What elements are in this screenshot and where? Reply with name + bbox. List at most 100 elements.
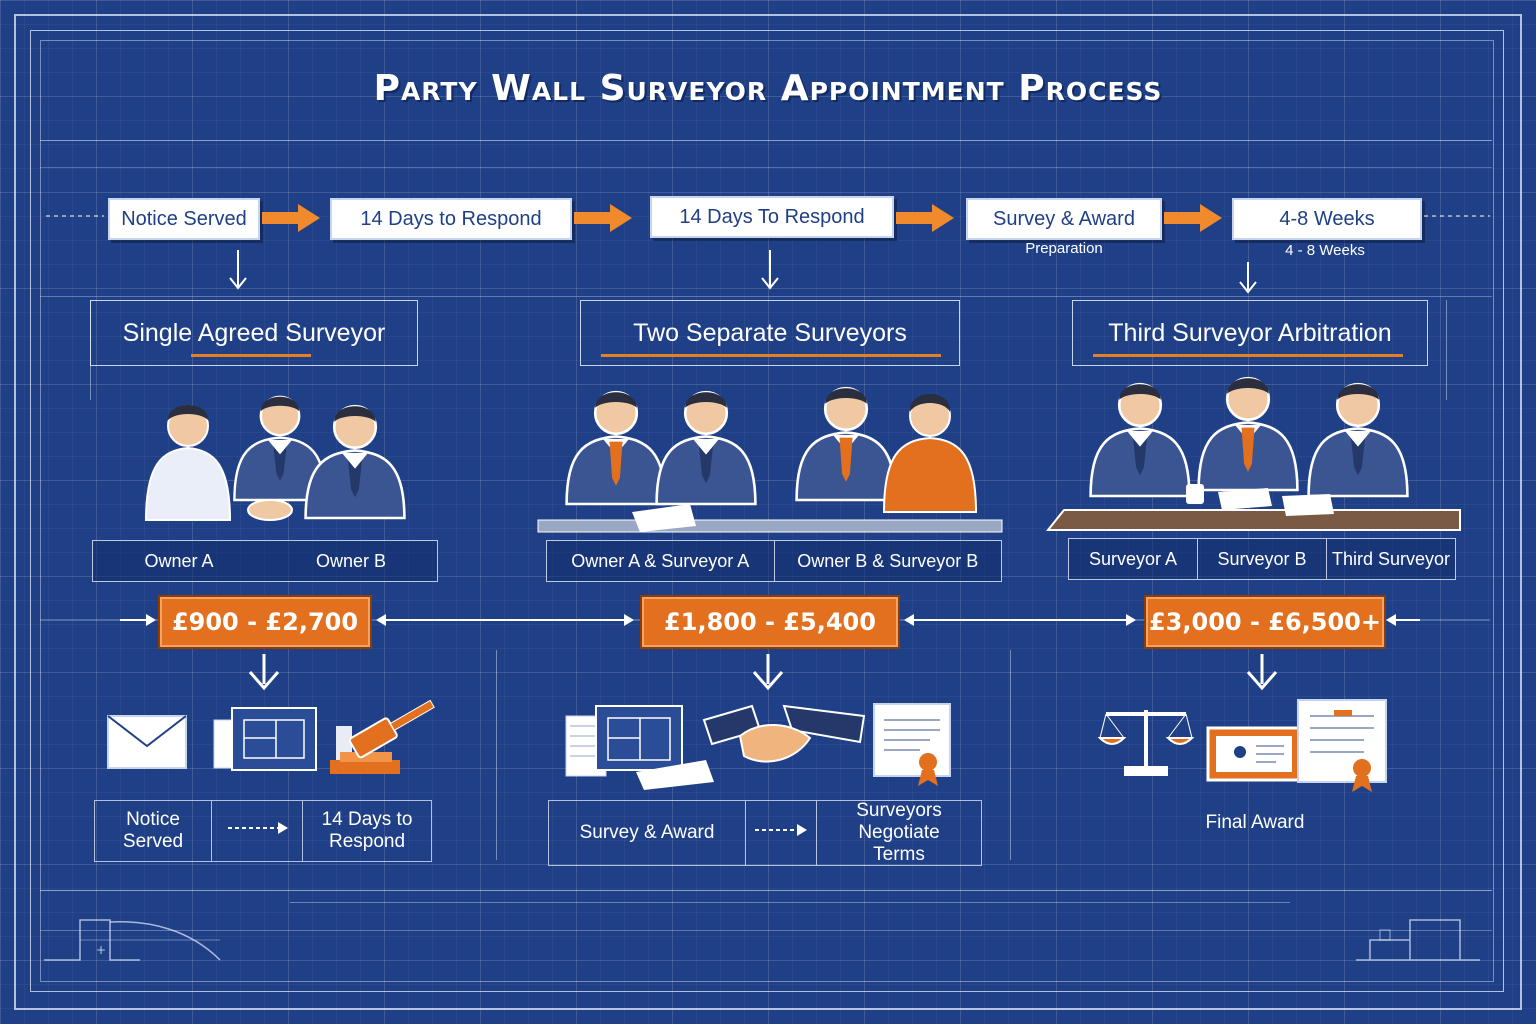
process-icons xyxy=(107,699,1387,792)
timeline-step-label: Notice Served xyxy=(121,207,247,230)
divider xyxy=(773,541,775,581)
guide-line xyxy=(40,296,1492,297)
cup-icon xyxy=(1186,484,1204,504)
party-label: Owner B xyxy=(315,550,387,571)
step-label: Surveyors Negotiate Terms xyxy=(817,800,981,866)
divider xyxy=(211,801,212,861)
people-illustrations xyxy=(144,376,1461,533)
timeline-step-note: Preparation xyxy=(1025,240,1103,257)
timeline-step: Notice Served xyxy=(108,198,260,240)
divider xyxy=(816,801,817,865)
page-title: Party Wall Surveyor Appointment Process xyxy=(373,68,1163,109)
step-text: Survey & Award xyxy=(579,822,715,843)
arrow-right-icon xyxy=(228,822,288,834)
guide-line xyxy=(40,140,1492,141)
party-label: Owner B & Surveyor B xyxy=(797,550,979,571)
step-label: Survey & Award xyxy=(549,822,745,844)
gavel-icon xyxy=(330,699,435,774)
steps-third: Final Award xyxy=(1162,800,1348,846)
cost-badge-single: £900 - £2,700 xyxy=(160,597,370,647)
surveyor-a-figure xyxy=(1089,382,1191,498)
document-icon xyxy=(1282,494,1334,516)
document-icon xyxy=(632,504,696,532)
step-label: 14 Days to Respond xyxy=(303,809,431,853)
down-arrows xyxy=(248,654,1278,691)
blueprint-icon xyxy=(565,705,714,790)
arrow-right-icon xyxy=(755,824,807,836)
timeline-step-label: Survey & Award xyxy=(993,207,1135,230)
meeting-table xyxy=(1045,509,1461,531)
party-label: Surveyor B xyxy=(1217,548,1307,569)
guide-line xyxy=(40,930,1492,931)
guide-line xyxy=(40,167,1492,168)
handshake-icon xyxy=(702,704,866,763)
timeline-step: Survey & Award xyxy=(966,198,1162,240)
parties-third: Surveyor A Surveyor B Third Surveyor xyxy=(1068,538,1456,580)
step-text: Notice Served xyxy=(122,809,184,852)
owner-b-figure xyxy=(304,404,406,520)
certificate-icon xyxy=(873,703,951,786)
step-text: 14 Days to Respond xyxy=(321,809,413,852)
steps-single: Notice Served 14 Days to Respond xyxy=(94,800,432,862)
party-label: Owner A xyxy=(144,550,214,571)
steps-two: Survey & Award Surveyors Negotiate Terms xyxy=(548,800,982,866)
option-heading-two: Two Separate Surveyors xyxy=(580,300,960,366)
step-text: Surveyors Negotiate Terms xyxy=(856,800,942,865)
timeline-step: 14 Days to Respond xyxy=(330,198,572,240)
step-label: Final Award xyxy=(1162,812,1348,834)
arrow-right-icon xyxy=(262,204,1222,232)
cost-badge-two: £1,800 - £5,400 xyxy=(642,597,898,647)
divider xyxy=(1326,539,1327,579)
party-label: Third Surveyor xyxy=(1331,548,1451,569)
party-label: Surveyor A xyxy=(1088,548,1178,569)
option-heading-single: Single Agreed Surveyor xyxy=(90,300,418,366)
heading-underline xyxy=(1093,354,1403,357)
owner-a-figure xyxy=(144,405,232,521)
award-document-icon xyxy=(1297,699,1387,792)
divider xyxy=(745,801,746,865)
column-divider xyxy=(496,650,497,860)
double-arrow-icon xyxy=(120,614,1420,626)
step-label: Notice Served xyxy=(95,809,211,853)
arrow-down-icon xyxy=(229,250,1257,294)
divider xyxy=(302,801,303,861)
owner-b-figure xyxy=(882,394,978,513)
document-icon xyxy=(1218,488,1272,510)
handshake-icon xyxy=(247,499,293,521)
step-text: Final Award xyxy=(1205,812,1305,833)
timeline-step-label: 4-8 Weeks xyxy=(1279,207,1375,230)
building-sketch-left: + xyxy=(44,919,221,961)
parties-single: Owner A Owner B xyxy=(92,540,438,582)
arrow-down-icon xyxy=(248,654,1278,691)
third-surveyor-figure xyxy=(1197,376,1299,492)
timeline-step: 4-8 Weeks xyxy=(1232,198,1422,240)
building-sketch-right xyxy=(1356,919,1480,961)
option-heading-third: Third Surveyor Arbitration xyxy=(1072,300,1428,366)
guide-line xyxy=(290,902,1290,903)
timeline-arrows xyxy=(46,204,1490,294)
divider xyxy=(1197,539,1198,579)
heading-underline xyxy=(601,354,941,357)
arrow-cell xyxy=(212,818,302,844)
timeline-step-note: 4 - 8 Weeks xyxy=(1285,242,1365,259)
parties-two: Owner A & Surveyor A Owner B & Surveyor … xyxy=(546,540,1002,582)
guide-line xyxy=(1446,300,1447,400)
svg-text:+: + xyxy=(96,943,106,957)
surveyor-b-figure xyxy=(1307,382,1409,498)
envelope-icon xyxy=(107,715,187,769)
heading-underline xyxy=(191,354,311,357)
guide-line xyxy=(40,890,1492,891)
party-label: Owner A & Surveyor A xyxy=(571,550,750,571)
option-heading-label: Single Agreed Surveyor xyxy=(122,318,386,347)
timeline-step-label: 14 Days To Respond xyxy=(679,205,865,228)
surveyor-b-figure xyxy=(795,386,897,502)
table-edge xyxy=(537,519,1003,533)
column-divider xyxy=(1010,650,1011,860)
surveyor-a-figure xyxy=(655,390,757,506)
certificate-icon xyxy=(1206,726,1302,782)
blueprint-icon xyxy=(213,707,317,771)
timeline-step: 14 Days To Respond xyxy=(650,196,894,238)
owner-a-figure xyxy=(565,390,667,506)
option-heading-label: Two Separate Surveyors xyxy=(633,318,907,347)
scales-icon xyxy=(1097,710,1195,776)
